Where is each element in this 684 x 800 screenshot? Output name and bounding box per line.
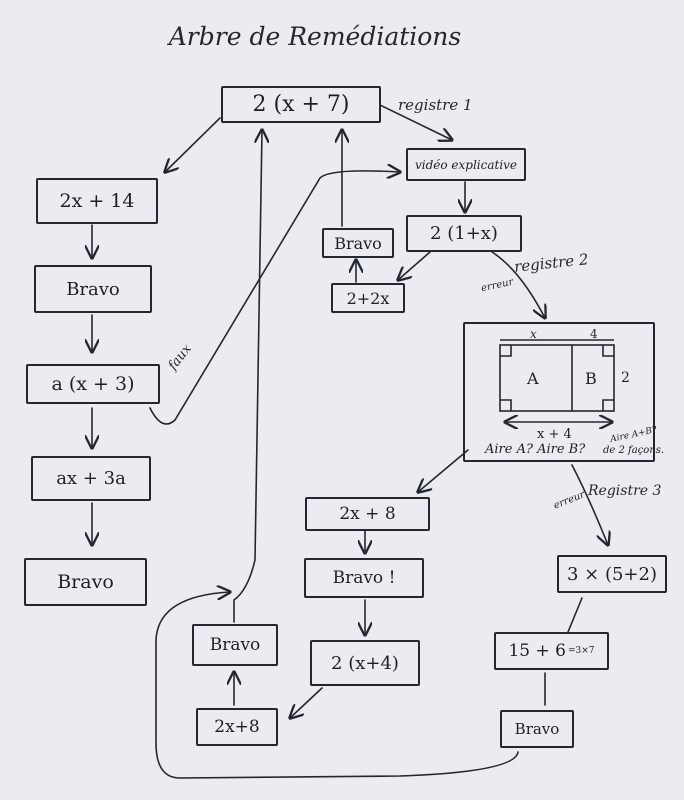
figure-top-4: 4: [590, 327, 598, 341]
node-video[interactable]: vidéo explicative: [406, 148, 526, 181]
node-c-2x4[interactable]: 2 (x+4): [310, 640, 420, 686]
arrow-root-to-video: [379, 104, 452, 140]
figure-question: Aire A? Aire B?: [485, 442, 586, 457]
node-c-2x8[interactable]: 2x + 8: [305, 497, 430, 531]
node-left5[interactable]: Bravo: [24, 558, 147, 606]
arrow-loop-to-root: [155, 592, 519, 779]
arrow-mid-to-22x: [398, 251, 431, 280]
arrow-c2x4-to-c2x8b: [290, 687, 323, 718]
arrow-cbravo2-to-root: [233, 130, 262, 623]
area-figure: [499, 339, 615, 422]
node-c-bravo2[interactable]: Bravo: [192, 624, 278, 666]
node-root[interactable]: 2 (x + 7): [221, 86, 381, 123]
diagram-title: Arbre de Remédiations: [168, 22, 462, 51]
node-left1[interactable]: 2x + 14: [36, 178, 158, 224]
arrow-figure-to-c2x8: [418, 449, 469, 492]
node-mid-bravo[interactable]: Bravo: [322, 228, 394, 258]
node-left4[interactable]: ax + 3a: [31, 456, 151, 501]
node-r-3x[interactable]: 3 × (5+2): [557, 555, 667, 593]
label-registre-1: registre 1: [398, 96, 473, 114]
node-left3[interactable]: a (x + 3): [26, 364, 160, 404]
node-c-bravo[interactable]: Bravo !: [304, 558, 424, 598]
node-c-2x8b[interactable]: 2x+8: [196, 708, 278, 746]
figure-note-1: Aire A+B?: [609, 425, 658, 445]
arrow-mid-to-figure: [491, 251, 545, 318]
figure-top-x: x: [530, 327, 537, 341]
line-r3x-to-r15: [567, 597, 583, 633]
r-15-note: =3×7: [567, 646, 595, 656]
arrow-root-to-left1: [165, 117, 221, 172]
r-15-expression: 15 + 6: [508, 641, 566, 661]
figure-area-b: B: [585, 369, 597, 388]
node-area-figure[interactable]: A B 2 x + 4 Aire A? Aire B? Aire A+B? de…: [463, 322, 664, 462]
figure-note-2: de 2 façons.: [603, 445, 665, 456]
node-mid-2-1x[interactable]: 2 (1+x): [406, 215, 522, 252]
figure-bottom-length: x + 4: [537, 427, 572, 442]
arrow-figure-to-r3x: [571, 464, 608, 545]
node-mid-2-2x[interactable]: 2+2x: [331, 283, 405, 313]
figure-side-2: 2: [621, 370, 630, 386]
label-registre-3: Registre 3: [588, 483, 662, 499]
node-left2[interactable]: Bravo: [34, 265, 152, 313]
node-r-15[interactable]: 15 + 6 =3×7: [494, 632, 609, 670]
node-r-bravo[interactable]: Bravo: [500, 710, 574, 748]
arrow-faux-to-video: [149, 171, 400, 425]
figure-area-a: A: [527, 369, 539, 388]
